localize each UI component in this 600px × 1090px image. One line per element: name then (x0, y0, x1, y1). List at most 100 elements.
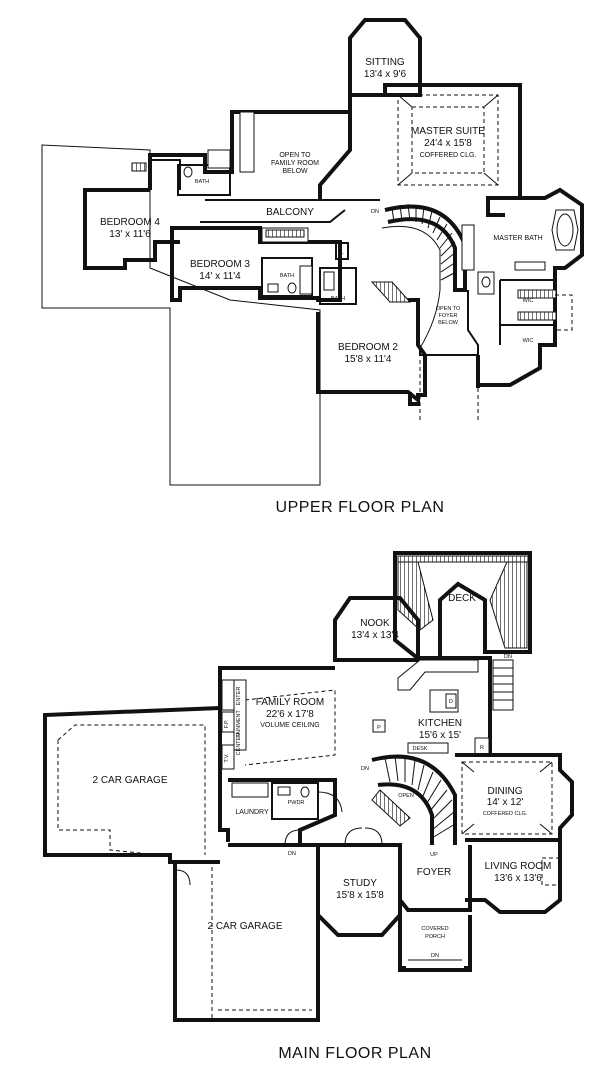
master-suite-size: 24'4 x 15'8 (424, 138, 472, 149)
main-stair-inner (377, 782, 434, 845)
garage1-label: 2 CAR GARAGE (92, 775, 167, 786)
study-size: 15'8 x 15'8 (336, 890, 384, 901)
tv-label: T.V. (224, 753, 230, 762)
open-family-closet (239, 111, 255, 173)
open-foyer-l3: BELOW (438, 320, 459, 326)
study-label: STUDY (343, 878, 377, 889)
coffered-inner (411, 106, 485, 174)
wic-master-2 (517, 311, 557, 321)
bath-label-3: BATH (331, 296, 345, 302)
bedroom2-closet (370, 281, 412, 303)
garage2-dash (211, 860, 312, 1020)
sink-2 (267, 283, 279, 293)
tub-1 (207, 149, 231, 169)
foyer-dash (419, 360, 479, 420)
bedroom2-label: BEDROOM 2 (338, 342, 398, 353)
tv-strip (221, 744, 235, 770)
bedroom4-wall (83, 188, 180, 270)
stair-inner-arc (381, 225, 441, 349)
open-family-diag (318, 112, 352, 200)
toilet-2 (287, 282, 297, 294)
nook-size: 13'4 x 13'4 (351, 630, 399, 641)
kitchen-island (429, 689, 459, 713)
upper-floor-plan: SITTING 13'4 x 9'6 MASTER SUITE 24'4 x 1… (41, 18, 584, 516)
open-foyer-l2: FOYER (439, 313, 458, 319)
deck-label: DECK (448, 593, 476, 604)
foyer-label: FOYER (417, 867, 451, 878)
open-foyer-l1: OPEN TO (436, 306, 461, 312)
wic-label-1: WIC (523, 298, 534, 304)
bedroom4-label: BEDROOM 4 (100, 217, 160, 228)
tub-3 (323, 271, 335, 291)
master-suite-wall (350, 83, 522, 217)
kitchen-counter (397, 659, 479, 691)
open-family-l2: FAMILY ROOM (271, 160, 319, 167)
family-dash (244, 689, 336, 766)
laundry-wall (228, 778, 337, 847)
deck-stairs (492, 659, 514, 711)
family-room-note: VOLUME CEILING (260, 722, 320, 729)
study-doors (344, 827, 383, 846)
fireplace-label: F.P. (224, 719, 230, 728)
center-label: CENTER (236, 733, 242, 756)
linen-closet (335, 242, 349, 260)
living-room-size: 13'6 x 13'6 (494, 873, 542, 884)
open-family-wall (148, 95, 352, 190)
foyer-rail (419, 290, 479, 356)
tub-2 (299, 265, 313, 295)
deck-top-rail (397, 555, 529, 563)
balcony-label: BALCONY (266, 207, 314, 218)
stair-outer (384, 204, 467, 292)
master-bath-wall (480, 187, 584, 387)
bedroom2-wall (316, 298, 427, 405)
bedroom2-size: 15'8 x 11'4 (344, 354, 391, 365)
open-below-outline-upper (41, 144, 321, 486)
desk-label: DESK (413, 746, 428, 752)
balcony-rail-b (200, 209, 346, 223)
foyer-wall (398, 845, 472, 912)
open-family-l3: BELOW (282, 168, 308, 175)
front-window-upper (408, 392, 420, 406)
garage1-wall (43, 706, 221, 864)
sitting-label: SITTING (365, 57, 405, 68)
master-closet-center (461, 224, 475, 271)
dining-size: 14' x 12' (487, 797, 524, 808)
bedroom3-size: 14' x 11'4 (199, 271, 241, 282)
tainment-label: TAINMENT (236, 710, 242, 738)
stair-treads-main (384, 755, 456, 839)
cooktop (445, 693, 457, 709)
dn-label-porch: DN (431, 953, 439, 959)
dn-label-upper: DN (371, 209, 379, 215)
up-label: UP (430, 852, 438, 858)
toilet-1 (183, 166, 193, 178)
upper-bath-1 (177, 164, 231, 196)
family-room-label: FAMILY ROOM (256, 697, 325, 708)
family-room-size: 22'6 x 17'8 (266, 709, 314, 720)
vanity-master (514, 261, 546, 271)
fireplace-strip (221, 711, 235, 733)
pwdr-room (271, 782, 319, 820)
master-suite-label: MASTER SUITE (411, 126, 485, 137)
upper-bath-3 (319, 267, 357, 305)
bedroom4-size: 13' x 11'6 (109, 229, 151, 240)
tub-oval (556, 213, 574, 247)
sitting-size: 13'4 x 9'6 (364, 69, 407, 80)
laundry-appliances (231, 782, 269, 798)
wic-master-1 (517, 289, 557, 299)
garage1-dash (57, 724, 206, 856)
main-floor-title: MAIN FLOOR PLAN (278, 1045, 431, 1062)
bedroom4-closet (150, 159, 181, 190)
open-label: OPEN (398, 793, 414, 799)
bath-label-2: BATH (280, 273, 294, 279)
open-family-l1: OPEN TO (279, 152, 311, 159)
dn-label-stair: DN (361, 766, 369, 772)
bedroom3-wic-fill (265, 229, 305, 238)
kitchen-label: KITCHEN (418, 718, 462, 729)
dishwasher-label: D (449, 699, 453, 705)
family-room-wall (218, 666, 335, 842)
garage2-label: 2 CAR GARAGE (207, 921, 282, 932)
nook-wall (333, 596, 420, 662)
master-bath-extension (555, 294, 573, 331)
dining-note: COFFERED CLG. (483, 811, 528, 817)
